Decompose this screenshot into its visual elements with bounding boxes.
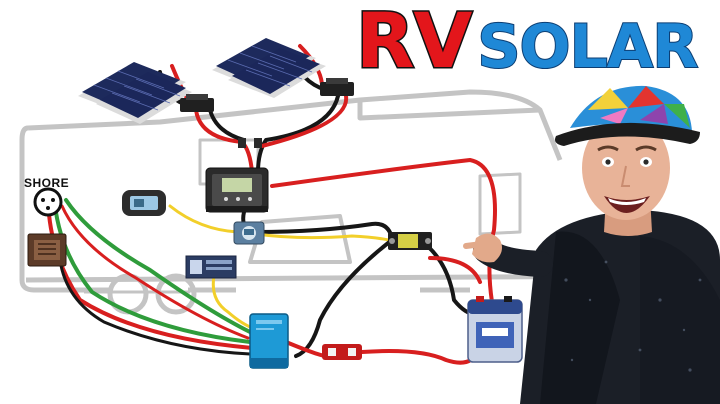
shore-label: SHORE bbox=[24, 176, 70, 190]
combiner-box-icon bbox=[180, 94, 214, 112]
headline-solar: SOLAR bbox=[476, 11, 699, 83]
shunt-icon bbox=[388, 232, 432, 250]
headline-rv: RV bbox=[354, 0, 473, 87]
inverter-charger-icon bbox=[249, 313, 289, 369]
solar-panel-icon bbox=[78, 62, 192, 124]
battery-monitor-icon bbox=[122, 190, 166, 216]
combiner-box-icon bbox=[320, 78, 354, 96]
inverter-remote-icon bbox=[185, 255, 237, 279]
battery-icon bbox=[467, 296, 523, 363]
solar-panel-icon bbox=[212, 38, 326, 98]
breaker-icon bbox=[322, 344, 362, 360]
presenter-photo bbox=[463, 85, 720, 404]
fuse-holder-icon bbox=[238, 138, 262, 148]
bmv-display-icon bbox=[233, 221, 265, 245]
charge-controller-icon bbox=[205, 167, 269, 213]
transfer-switch-icon bbox=[27, 233, 67, 267]
shore-inlet-icon bbox=[33, 187, 63, 217]
